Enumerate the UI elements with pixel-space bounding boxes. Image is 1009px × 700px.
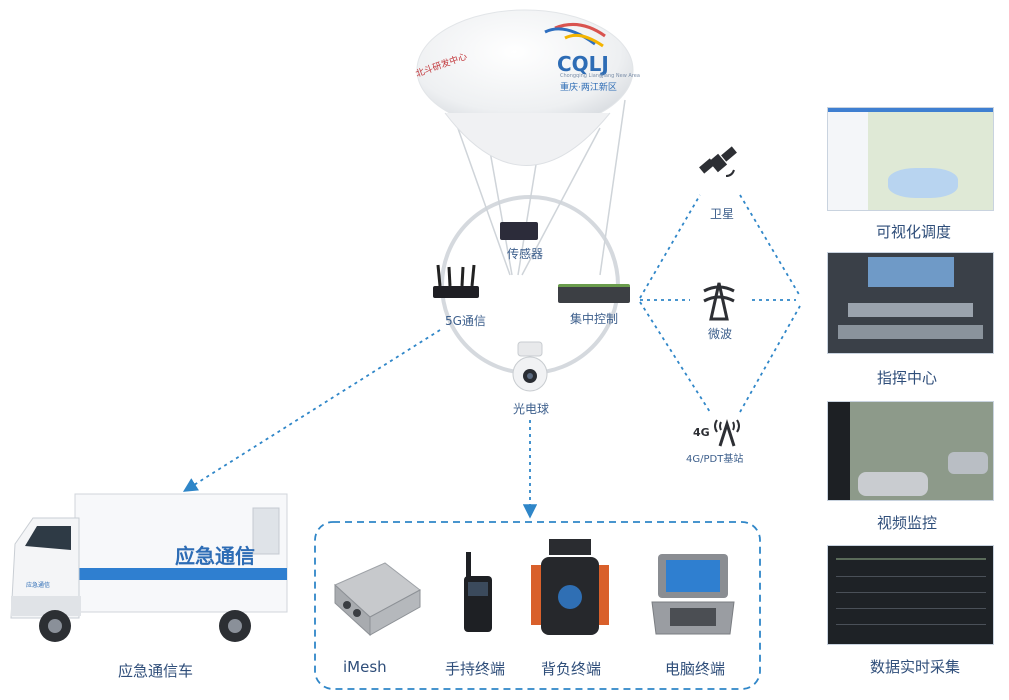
right-caption-3: 数据实时采集: [870, 658, 961, 676]
balloon-district: 重庆·两江新区: [560, 83, 617, 93]
microwave-tower-icon: [703, 282, 735, 321]
emergency-truck-icon: [10, 493, 288, 642]
link-control-satellite: [639, 194, 701, 299]
truck-door-text: 应急通信: [26, 582, 51, 589]
video-wall-photo: [827, 401, 994, 501]
camera-label: 光电球: [513, 402, 550, 416]
balloon-brand: CQLJ: [557, 52, 609, 76]
rugged-laptop-icon: [651, 554, 735, 635]
truck-caption: 应急通信车: [118, 662, 194, 680]
router-icon: [433, 264, 479, 298]
terminal-label-2: 背负终端: [541, 660, 602, 678]
satellite-icon: [699, 146, 737, 177]
right-caption-2: 视频监控: [877, 514, 938, 532]
camera-ball-icon: [512, 341, 548, 392]
aerostat-balloon: [416, 9, 634, 166]
data-table-screenshot: [827, 545, 994, 645]
satellite-label: 卫星: [710, 207, 735, 221]
link-control-basestation: [639, 301, 711, 413]
sensor-icon: [500, 222, 538, 240]
terminals-box: [314, 521, 761, 690]
right-caption-0: 可视化调度: [876, 223, 952, 241]
truck-side-text: 应急通信: [175, 544, 255, 568]
balloon-brand-sub: Chongqing Liangjiang New Area: [560, 73, 640, 79]
tether-lines: [454, 99, 626, 276]
microwave-label: 微波: [708, 327, 733, 341]
link-5g-to-truck: [182, 329, 441, 492]
router-label: 5G通信: [445, 314, 486, 328]
terminal-label-1: 手持终端: [445, 660, 506, 678]
control-label: 集中控制: [570, 312, 619, 326]
mesh-radio-device-icon: [334, 562, 421, 637]
basestation-icon-text: 4G: [693, 426, 710, 439]
handheld-radio-icon: [464, 552, 492, 632]
backpack-terminal-icon: [531, 539, 609, 635]
right-caption-1: 指挥中心: [877, 369, 938, 387]
link-basestation-right: [739, 305, 801, 413]
command-room-photo: [827, 252, 994, 354]
map-screenshot: [827, 107, 994, 211]
basestation-icon: [714, 419, 740, 447]
basestation-label: 4G/PDT基站: [686, 454, 744, 465]
sensor-label: 传感器: [507, 247, 544, 261]
terminal-label-0: iMesh: [343, 658, 387, 676]
terminal-label-3: 电脑终端: [665, 660, 726, 678]
control-unit-icon: [558, 284, 630, 303]
link-satellite-right: [739, 194, 801, 297]
